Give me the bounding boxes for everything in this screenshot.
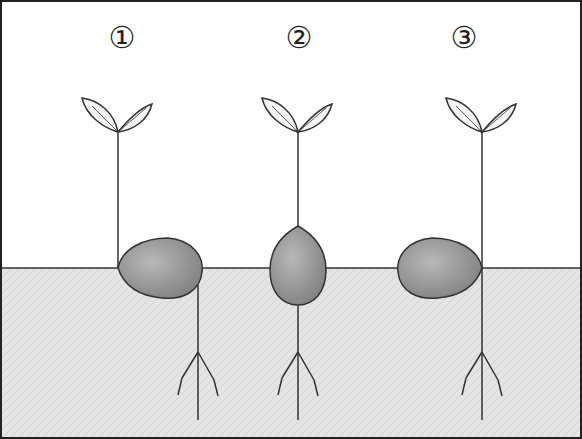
seedling-3 bbox=[398, 98, 516, 420]
callout-number: ③ bbox=[451, 23, 478, 53]
seedling-1 bbox=[82, 98, 218, 420]
callout-number: ② bbox=[286, 23, 313, 53]
callout-number: ① bbox=[109, 23, 136, 53]
seedling-2 bbox=[262, 98, 332, 420]
